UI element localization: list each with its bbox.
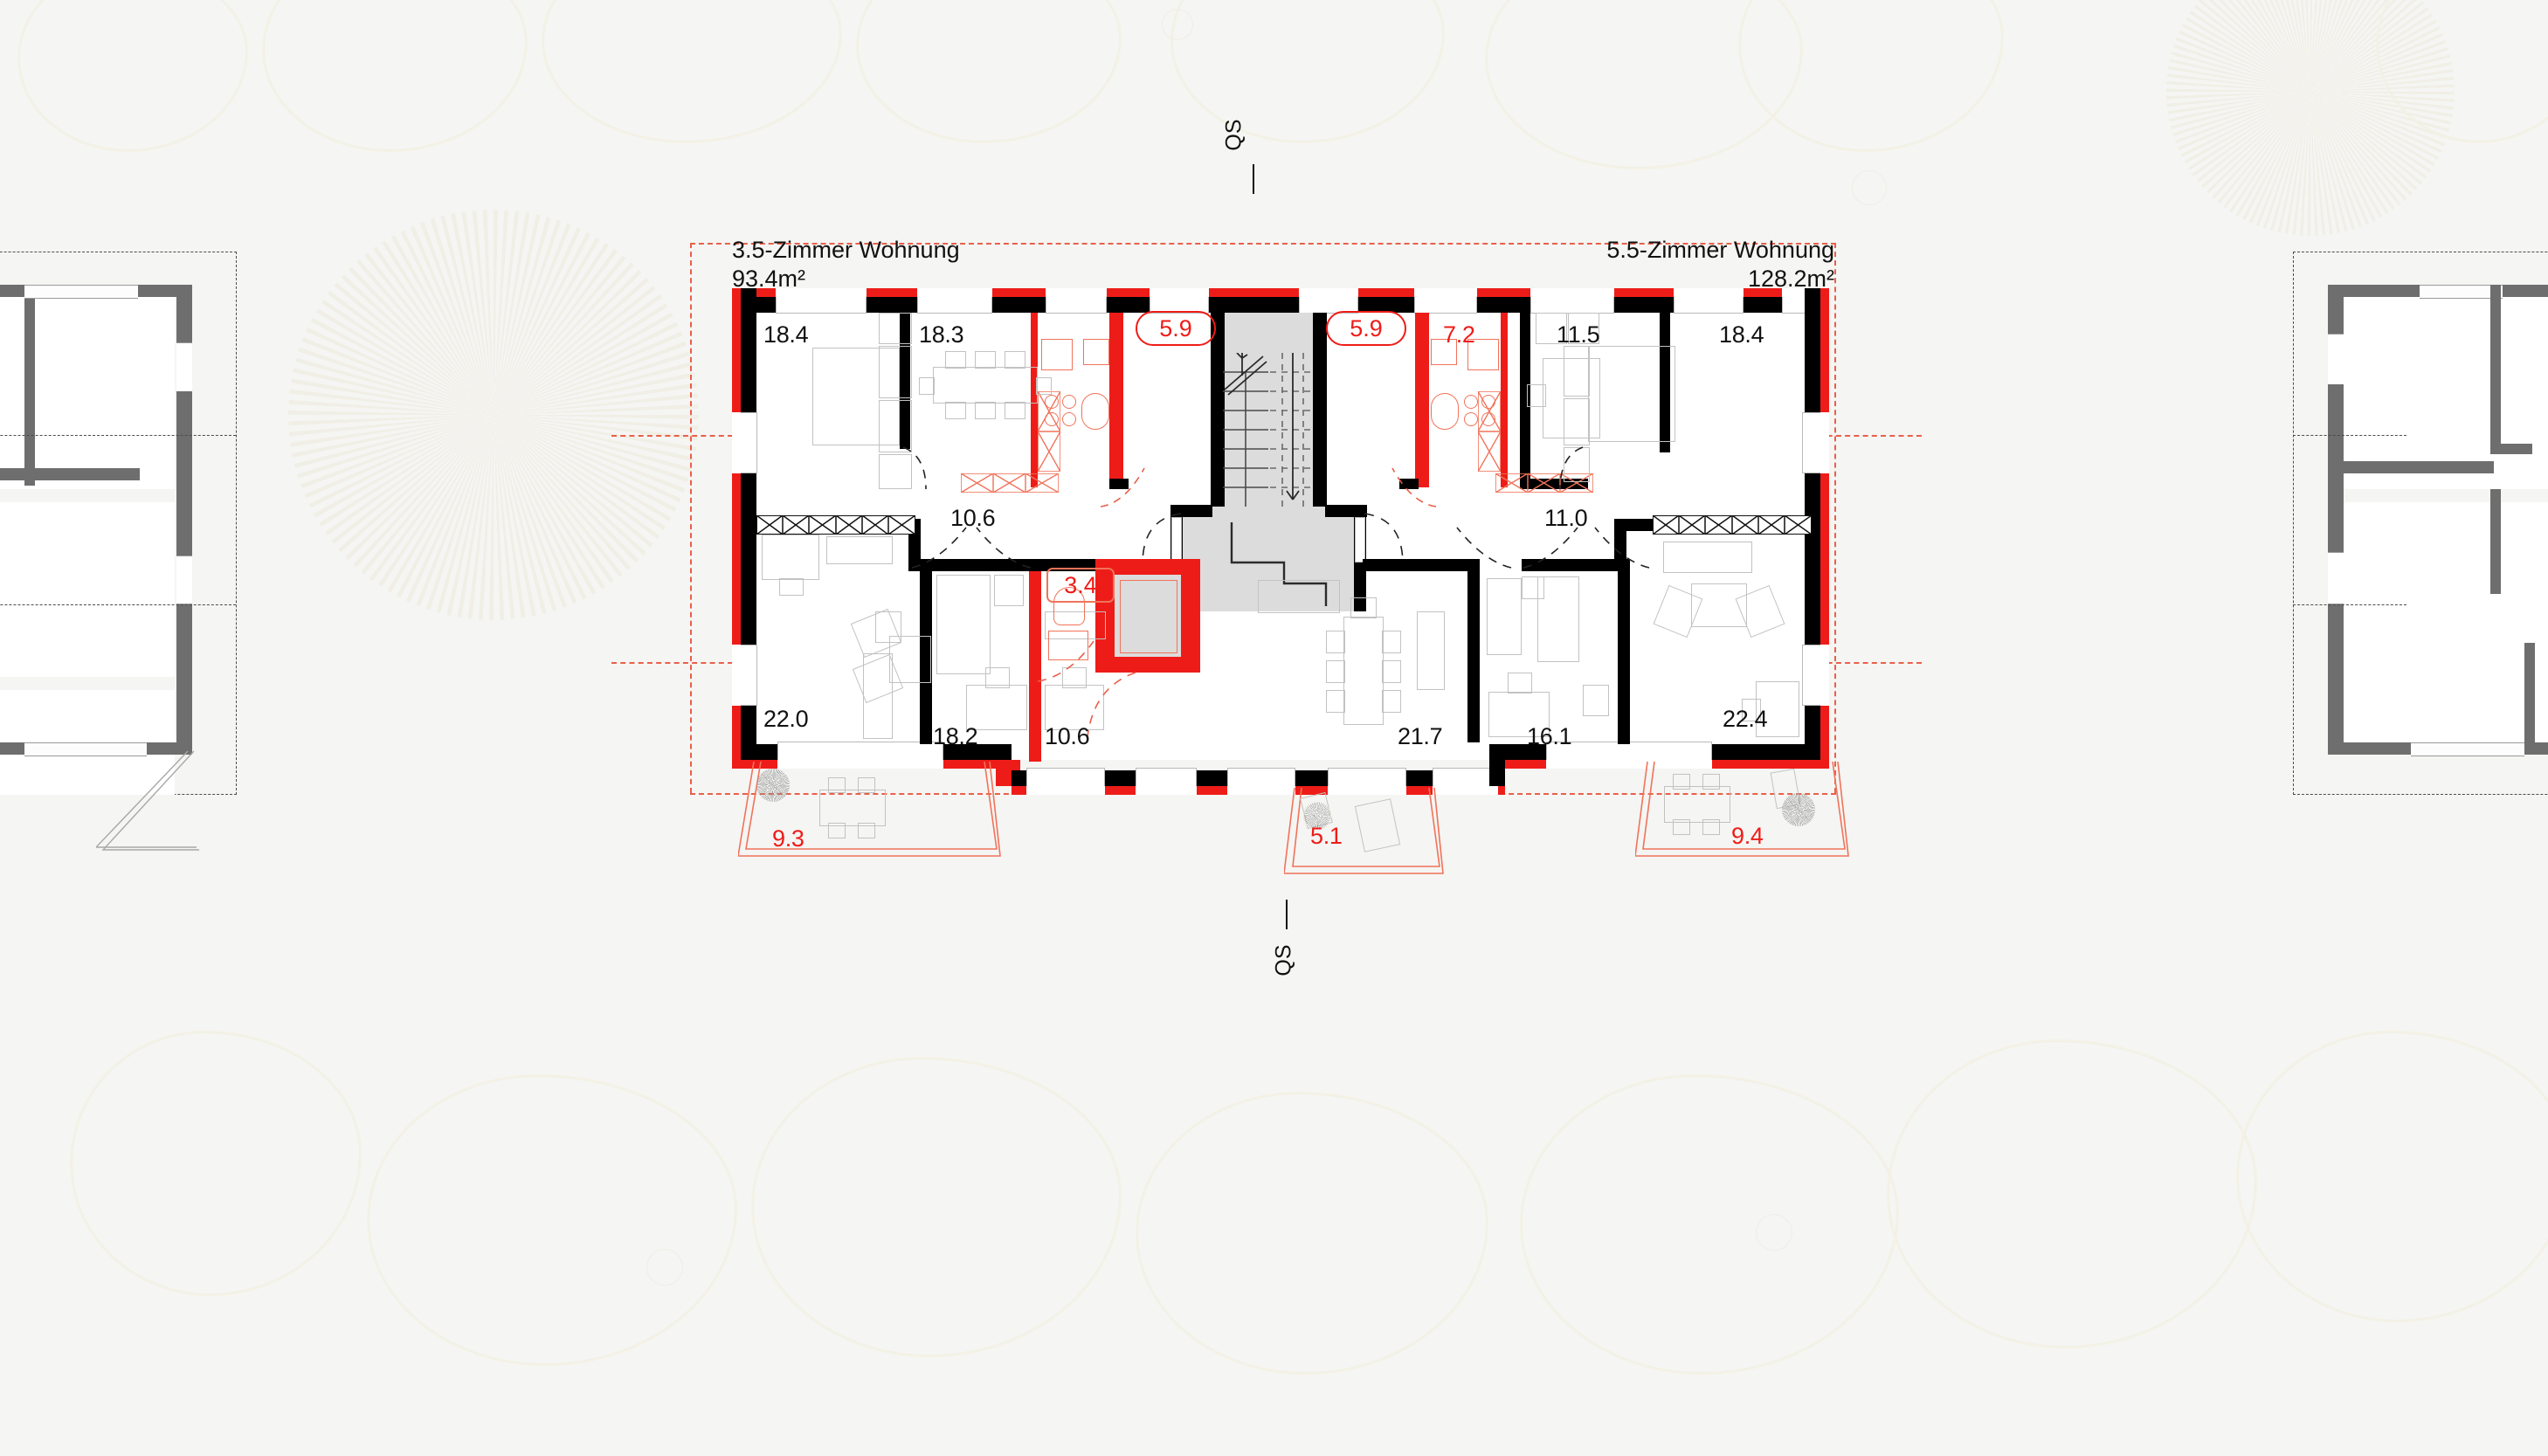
core-door-right: [1364, 513, 1404, 565]
door-swing-corridor: [1086, 672, 1136, 747]
room-label-18-2: 18.2: [933, 723, 978, 749]
kitchen-hatch-right: [1478, 391, 1501, 472]
apartment-left-title: 3.5-Zimmer Wohnung 93.4m²: [732, 236, 960, 293]
room-label-10-6-upper: 10.6: [950, 505, 996, 531]
room-label-22-4: 22.4: [1723, 706, 1768, 732]
balcony-label-9-3: 9.3: [772, 825, 804, 852]
section-marker-top-label: QS: [1221, 119, 1246, 151]
staircase-icon: [1223, 353, 1315, 507]
balcony-label-9-4: 9.4: [1731, 823, 1764, 849]
room-label-5-9-right: 5.9: [1326, 311, 1406, 346]
wardrobe-hatch-left: [961, 473, 1059, 493]
door-swing-5: [1523, 527, 1578, 569]
door-swing-4: [1456, 527, 1512, 569]
room-label-11-0: 11.0: [1544, 505, 1588, 531]
room-label-7-2: 7.2: [1443, 321, 1475, 348]
door-swing-kitchen-right: [1391, 467, 1437, 507]
door-swing-6: [1594, 527, 1650, 569]
door-swing-1: [902, 446, 927, 490]
door-swing-7: [1559, 446, 1584, 490]
door-swing-bath-left: [1037, 640, 1094, 682]
apartment-right-area: 128.2m²: [1747, 265, 1834, 292]
room-label-21-7: 21.7: [1398, 723, 1443, 749]
storage-hatch-right: [1653, 515, 1812, 535]
room-label-5-9-left: 5.9: [1136, 311, 1216, 346]
kitchen-hatch-left: [1038, 391, 1060, 472]
section-marker-bottom-label: QS: [1271, 944, 1296, 976]
apartment-left-name: 3.5-Zimmer Wohnung: [732, 237, 960, 263]
door-swing-3: [976, 527, 1032, 569]
neighbour-left-terrace: [96, 750, 199, 851]
apartment-right-name: 5.5-Zimmer Wohnung: [1606, 237, 1834, 263]
room-label-18-4-right: 18.4: [1719, 321, 1764, 348]
door-swing-kitchen-left: [1100, 467, 1145, 507]
wardrobe-hatch-right: [1495, 473, 1593, 493]
storage-hatch-left: [756, 515, 915, 535]
lobby-partition: [1230, 522, 1328, 606]
room-label-3-4: 3.4: [1046, 568, 1115, 603]
door-swing-2: [911, 527, 967, 569]
room-label-22-0: 22.0: [763, 706, 809, 732]
room-label-10-6-lower: 10.6: [1045, 723, 1090, 749]
core-door-left: [1142, 513, 1182, 565]
room-label-18-3: 18.3: [919, 321, 964, 348]
apartment-right-title: 5.5-Zimmer Wohnung 128.2m²: [1537, 236, 1834, 293]
balcony-label-5-1: 5.1: [1310, 823, 1343, 849]
room-label-18-4-left: 18.4: [763, 321, 809, 348]
room-label-16-1: 16.1: [1527, 723, 1572, 749]
apartment-left-area: 93.4m²: [732, 265, 806, 292]
room-label-11-5: 11.5: [1557, 321, 1600, 348]
